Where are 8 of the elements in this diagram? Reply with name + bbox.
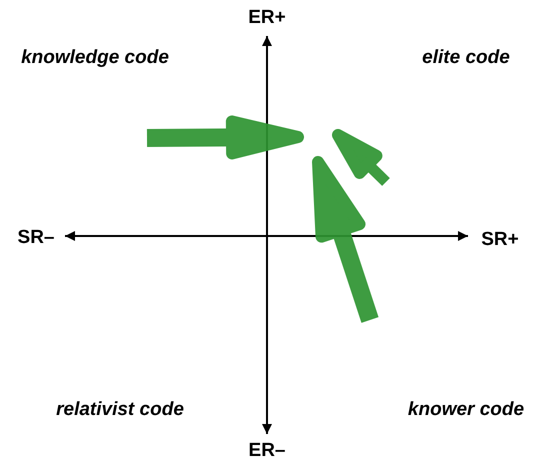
axis-label: SR+	[481, 229, 519, 251]
quadrant-label: knower code	[408, 399, 524, 421]
quadrant-label: knowledge code	[21, 47, 169, 69]
axis-label: ER–	[248, 440, 286, 462]
quadrant-label: elite code	[422, 47, 510, 69]
axis-label: SR–	[18, 227, 54, 249]
quadrant-label: relativist code	[56, 399, 184, 421]
axis-label: ER+	[248, 7, 286, 29]
